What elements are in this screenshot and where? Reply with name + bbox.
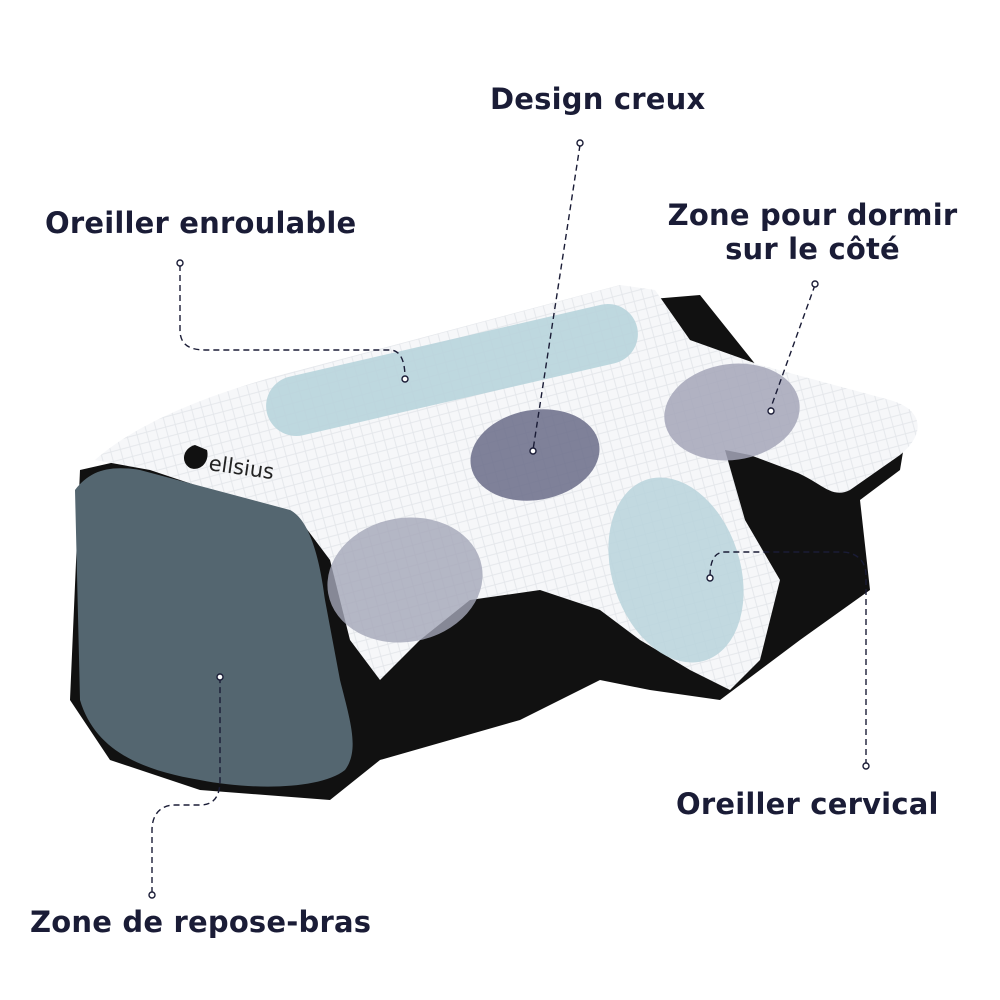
brand-logo: ellsius bbox=[183, 445, 276, 484]
side-zone-left-shape bbox=[327, 517, 483, 643]
leader-oreiller-cervical bbox=[709, 551, 867, 765]
hollow-zone-shape bbox=[470, 409, 600, 501]
leader-design-creux bbox=[532, 144, 581, 451]
armrest-zone-shape bbox=[75, 468, 353, 787]
leader-zone-cote bbox=[769, 284, 816, 411]
roll-zone-shape bbox=[266, 304, 638, 436]
callout-zone-cote-line2: sur le côté bbox=[725, 232, 900, 266]
callout-zone-cote: Zone pour dormir sur le côté bbox=[655, 198, 970, 266]
callout-design-creux: Design creux bbox=[490, 82, 706, 116]
callout-oreiller-enroulable: Oreiller enroulable bbox=[45, 206, 357, 240]
leader-oreiller-enroulable bbox=[179, 265, 406, 379]
side-zone-shape bbox=[664, 363, 800, 461]
seed-leaf-icon bbox=[183, 445, 208, 469]
callout-zone-cote-line1: Zone pour dormir bbox=[667, 198, 958, 232]
callout-zone-repose-bras: Zone de repose-bras bbox=[30, 905, 372, 939]
cervical-zone-shape bbox=[608, 477, 744, 663]
callout-oreiller-cervical: Oreiller cervical bbox=[676, 787, 939, 821]
leader-repose-bras bbox=[151, 678, 221, 893]
